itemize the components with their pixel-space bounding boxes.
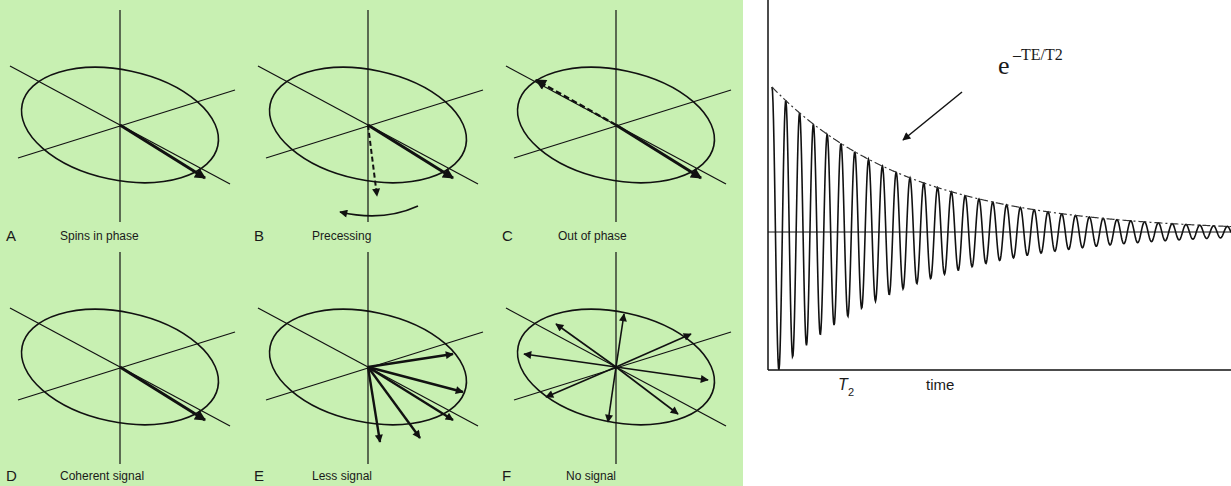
decay-envelope	[772, 87, 1231, 227]
panel-letter: D	[6, 468, 17, 485]
spin-figure	[506, 10, 731, 222]
spin-figure	[10, 252, 235, 464]
axis-tick-subscript: 2	[848, 386, 854, 398]
plot-frame	[767, 0, 769, 370]
panel-ground	[0, 0, 743, 486]
leader-arrow	[903, 92, 962, 140]
panel-caption: Out of phase	[558, 230, 627, 243]
spin-figure	[10, 10, 235, 222]
panel-caption: Precessing	[312, 230, 371, 243]
formula-base: e	[998, 52, 1010, 81]
panel-caption: No signal	[566, 470, 616, 483]
spin-figure	[506, 252, 731, 464]
panel-letter: E	[254, 468, 264, 485]
fid-signal	[772, 87, 1231, 370]
formula-exponent: –TE/T2	[1013, 46, 1063, 64]
axis-title: time	[926, 377, 954, 394]
panel-caption: Coherent signal	[60, 470, 144, 483]
panel-letter: A	[6, 228, 16, 245]
panel-letter: C	[502, 228, 513, 245]
spin-figure	[258, 10, 483, 222]
plot-frame	[768, 369, 1231, 371]
panel-caption: Spins in phase	[60, 230, 139, 243]
axis-tick-label: T	[838, 376, 848, 394]
spin-figure	[258, 252, 483, 464]
panel-caption: Less signal	[312, 470, 372, 483]
panel-letter: F	[502, 468, 511, 485]
panel-letter: B	[254, 228, 264, 245]
